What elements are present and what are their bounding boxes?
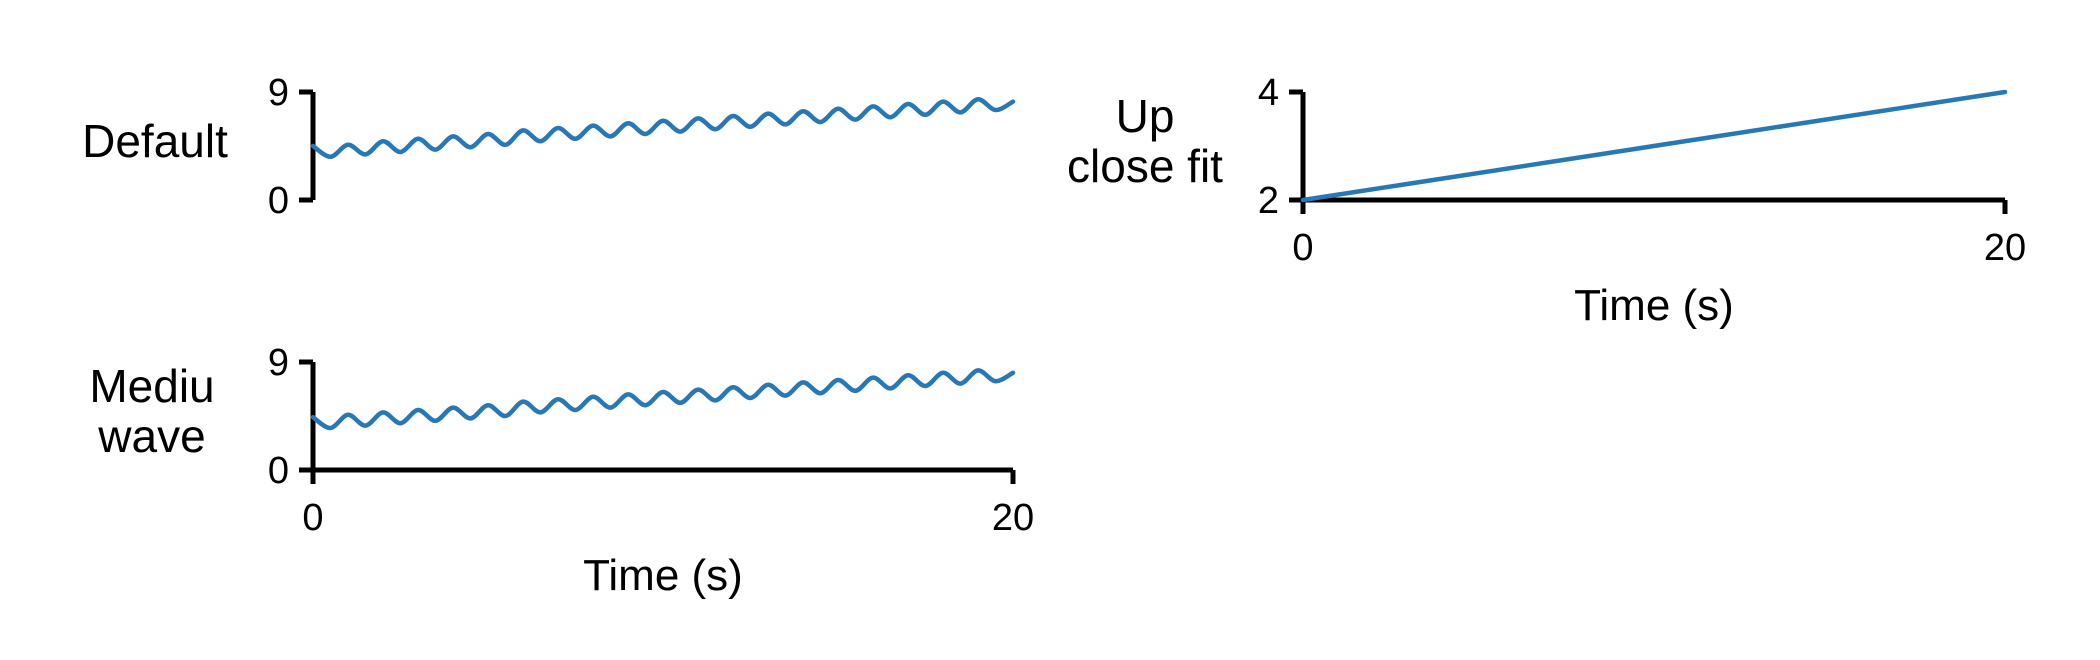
series-line-1 (1300, 89, 2008, 203)
x-tick-label: 20 (1984, 227, 2026, 269)
y-axis-label-line: Up (1116, 90, 1175, 142)
y-tick-label: 0 (268, 450, 289, 492)
x-tick-label: 0 (1292, 227, 1313, 269)
y-tick-label: 4 (1258, 72, 1279, 114)
series-line-1 (310, 96, 1016, 160)
x-tick-label: 20 (992, 497, 1034, 539)
y-axis-label-line: Mediu (89, 360, 214, 412)
y-axis-label-line: wave (97, 410, 205, 462)
y-axis-label-line: Default (82, 115, 228, 167)
y-tick-label: 2 (1258, 180, 1279, 222)
y-axis-label-line: close fit (1067, 140, 1223, 192)
y-tick-label: 0 (268, 180, 289, 222)
x-tick-label: 0 (302, 497, 323, 539)
series-line-1 (310, 368, 1016, 431)
x-axis-label: Time (s) (583, 551, 743, 600)
y-tick-label: 9 (268, 72, 289, 114)
y-tick-label: 9 (268, 342, 289, 384)
x-axis-label: Time (s) (1574, 281, 1734, 330)
y-axis-label: Default (82, 115, 228, 167)
